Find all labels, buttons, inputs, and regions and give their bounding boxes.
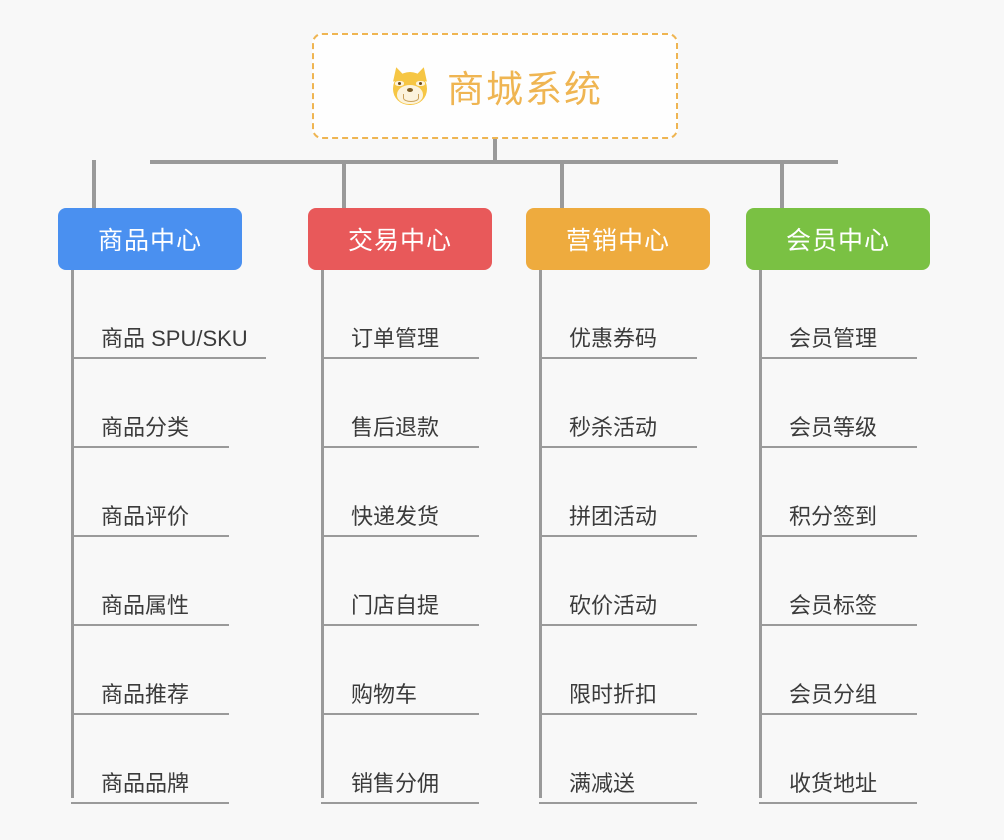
leaf-item[interactable]: 拼团活动: [526, 448, 710, 537]
leaf-label: 积分签到: [759, 499, 917, 537]
branch-header-marketing-center[interactable]: 营销中心: [526, 208, 710, 270]
leaf-label: 商品属性: [71, 588, 229, 626]
leaf-item[interactable]: 商品分类: [58, 359, 242, 448]
leaf-label: 砍价活动: [539, 588, 697, 626]
leaf-item[interactable]: 销售分佣: [308, 715, 492, 804]
leaf-label: 会员标签: [759, 588, 917, 626]
leaf-label: 商品评价: [71, 499, 229, 537]
leaf-item[interactable]: 商品评价: [58, 448, 242, 537]
dog-face-icon: [387, 63, 433, 109]
leaf-label: 收货地址: [759, 766, 917, 804]
leaf-item[interactable]: 门店自提: [308, 537, 492, 626]
leaf-label: 限时折扣: [539, 677, 697, 715]
branch-header-member-center[interactable]: 会员中心: [746, 208, 930, 270]
leaf-label: 会员管理: [759, 321, 917, 359]
leaf-list-trade-center: 订单管理售后退款快递发货门店自提购物车销售分佣: [308, 270, 492, 804]
leaf-label: 商品品牌: [71, 766, 229, 804]
branch-spine-marketing-center: [539, 270, 542, 798]
branch-spine-product-center: [71, 270, 74, 798]
leaf-label: 优惠券码: [539, 321, 697, 359]
branch-member-center: 会员中心会员管理会员等级积分签到会员标签会员分组收货地址: [746, 208, 930, 804]
leaf-item[interactable]: 砍价活动: [526, 537, 710, 626]
leaf-item[interactable]: 会员管理: [746, 270, 930, 359]
leaf-label: 售后退款: [321, 410, 479, 448]
leaf-item[interactable]: 购物车: [308, 626, 492, 715]
branch-product-center: 商品中心商品 SPU/SKU 商品分类商品评价商品属性商品推荐商品品牌: [58, 208, 266, 804]
branch-header-label: 会员中心: [785, 227, 890, 255]
branch-header-label: 营销中心: [565, 227, 670, 255]
branch-header-label: 交易中心: [347, 227, 452, 255]
branch-spine-member-center: [759, 270, 762, 798]
leaf-item[interactable]: 快递发货: [308, 448, 492, 537]
leaf-list-member-center: 会员管理会员等级积分签到会员标签会员分组收货地址: [746, 270, 930, 804]
leaf-item[interactable]: 收货地址: [746, 715, 930, 804]
leaf-item[interactable]: 会员分组: [746, 626, 930, 715]
leaf-item[interactable]: 秒杀活动: [526, 359, 710, 448]
leaf-label: 商品推荐: [71, 677, 229, 715]
leaf-label: 销售分佣: [321, 766, 479, 804]
branch-header-product-center[interactable]: 商品中心: [58, 208, 242, 270]
leaf-label: 会员等级: [759, 410, 917, 448]
root-node[interactable]: 商城系统: [312, 33, 678, 139]
branch-header-label: 商品中心: [97, 227, 202, 255]
connector-horizontal-bus: [150, 160, 838, 164]
root-title: 商城系统: [447, 69, 603, 110]
leaf-item[interactable]: 商品品牌: [58, 715, 242, 804]
leaf-label: 订单管理: [321, 321, 479, 359]
leaf-item[interactable]: 会员标签: [746, 537, 930, 626]
leaf-label: 秒杀活动: [539, 410, 697, 448]
leaf-label: 快递发货: [321, 499, 479, 537]
leaf-label: 拼团活动: [539, 499, 697, 537]
leaf-list-product-center: 商品 SPU/SKU 商品分类商品评价商品属性商品推荐商品品牌: [58, 270, 266, 804]
leaf-item[interactable]: 优惠券码: [526, 270, 710, 359]
leaf-label: 购物车: [321, 677, 479, 715]
connector-drop-marketing-center: [560, 160, 564, 208]
leaf-item[interactable]: 售后退款: [308, 359, 492, 448]
branch-marketing-center: 营销中心优惠券码秒杀活动拼团活动砍价活动限时折扣满减送: [526, 208, 710, 804]
branch-trade-center: 交易中心订单管理售后退款快递发货门店自提购物车销售分佣: [308, 208, 492, 804]
connector-root-stem: [493, 139, 497, 164]
leaf-label: 会员分组: [759, 677, 917, 715]
connector-drop-member-center: [780, 160, 784, 208]
leaf-label: 商品分类: [71, 410, 229, 448]
leaf-item[interactable]: 商品推荐: [58, 626, 242, 715]
leaf-item[interactable]: 商品属性: [58, 537, 242, 626]
leaf-item[interactable]: 积分签到: [746, 448, 930, 537]
leaf-label: 满减送: [539, 766, 697, 804]
branch-header-trade-center[interactable]: 交易中心: [308, 208, 492, 270]
leaf-list-marketing-center: 优惠券码秒杀活动拼团活动砍价活动限时折扣满减送: [526, 270, 710, 804]
leaf-label: 门店自提: [321, 588, 479, 626]
leaf-item[interactable]: 满减送: [526, 715, 710, 804]
leaf-item[interactable]: 限时折扣: [526, 626, 710, 715]
leaf-item[interactable]: 商品 SPU/SKU: [58, 270, 266, 359]
leaf-item[interactable]: 会员等级: [746, 359, 930, 448]
leaf-item[interactable]: 订单管理: [308, 270, 492, 359]
branch-spine-trade-center: [321, 270, 324, 798]
connector-drop-product-center: [92, 160, 96, 208]
leaf-label: 商品 SPU/SKU: [71, 321, 266, 359]
connector-drop-trade-center: [342, 160, 346, 208]
